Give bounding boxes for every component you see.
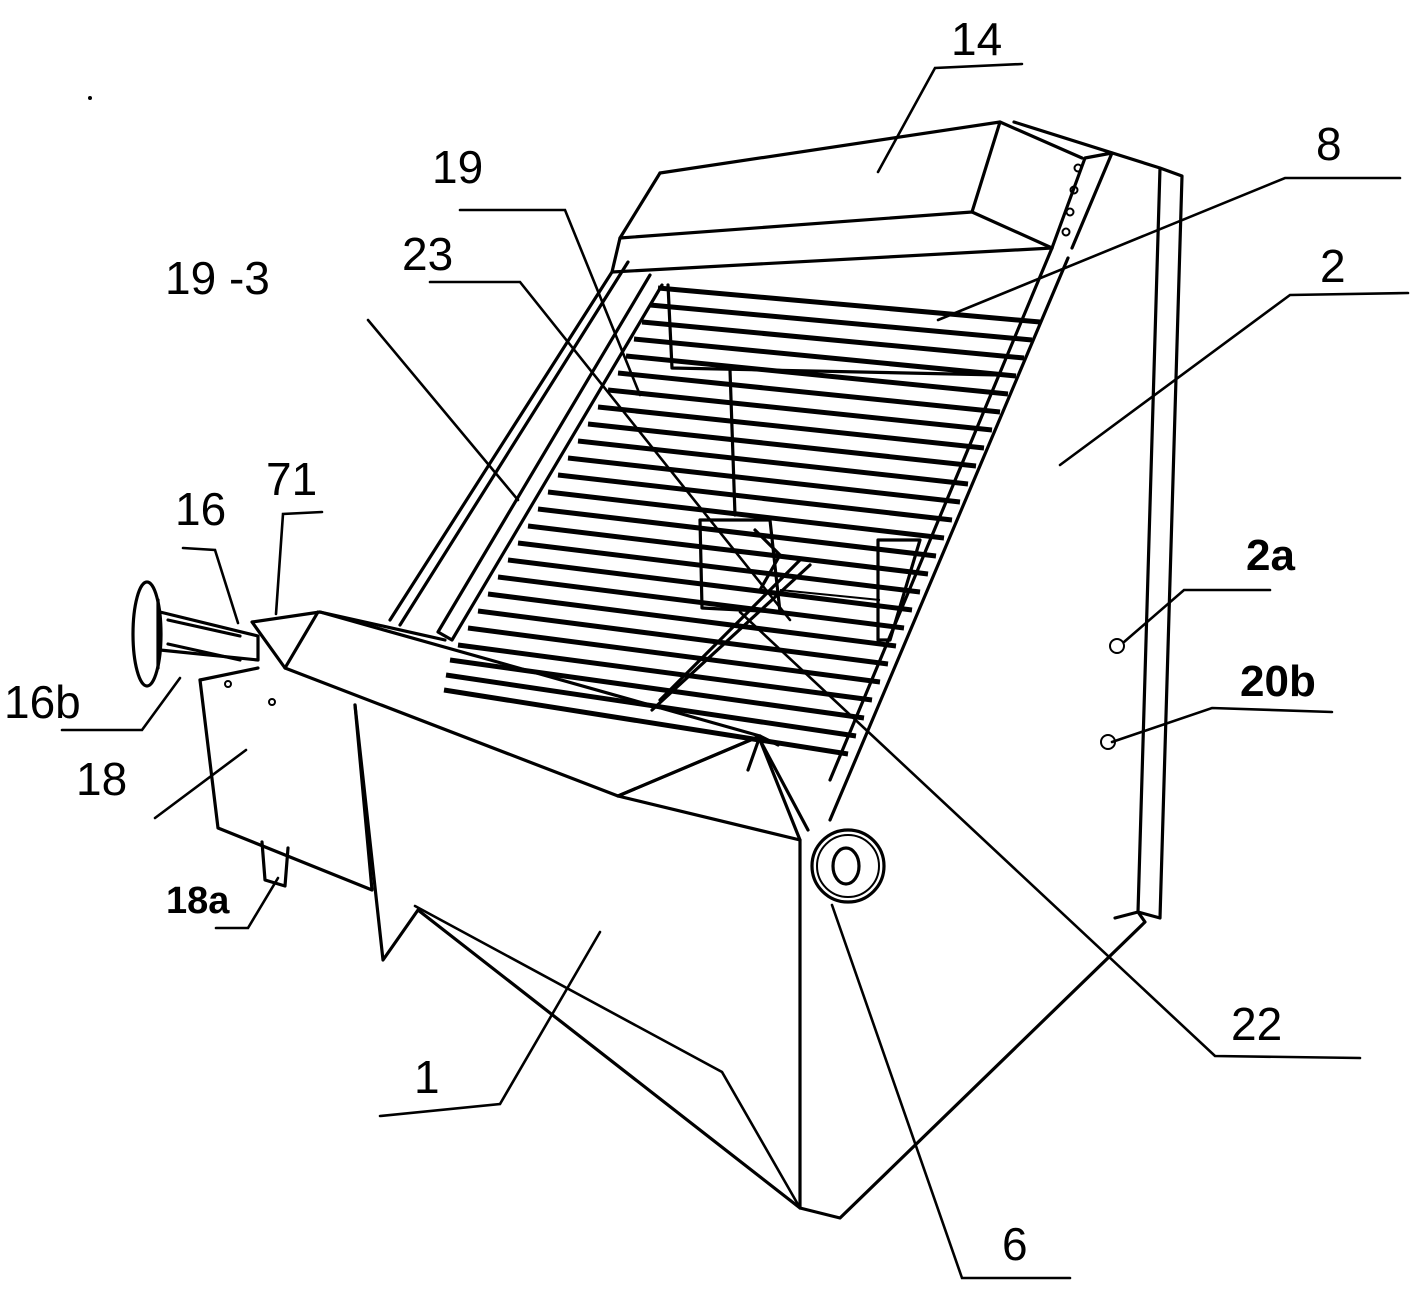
label-18: 18 <box>76 753 127 805</box>
label-1: 1 <box>414 1051 440 1103</box>
label-19-3: 19 -3 <box>165 252 270 304</box>
label-6: 6 <box>1002 1218 1028 1270</box>
collection-box <box>198 666 374 892</box>
label-16: 16 <box>175 483 226 535</box>
leader-lines <box>60 62 1410 1280</box>
bolt-hole <box>268 698 276 706</box>
label-2: 2 <box>1320 240 1346 292</box>
motor-flange <box>131 580 163 688</box>
hood-cover <box>610 120 1084 274</box>
tank-body-front <box>353 703 810 1210</box>
label-23: 23 <box>402 228 453 280</box>
bolt-hole <box>1069 185 1079 195</box>
bolt-hole <box>224 680 232 688</box>
screen-bar-grid <box>443 285 1041 757</box>
stray-dot <box>88 96 92 100</box>
label-18a: 18a <box>166 880 230 922</box>
label-71: 71 <box>266 453 317 505</box>
label-14: 14 <box>951 13 1002 65</box>
label-8: 8 <box>1316 118 1342 170</box>
bearing-wheel <box>810 828 886 904</box>
rake-assembly <box>650 283 1002 712</box>
bolt-hole <box>1061 227 1071 237</box>
port-2a <box>1109 638 1125 654</box>
conveyor-trough <box>250 610 780 798</box>
frame-left-rail <box>388 260 664 642</box>
label-2a: 2a <box>1246 531 1295 580</box>
label-19: 19 <box>432 141 483 193</box>
bolt-hole <box>1065 207 1075 217</box>
label-16b: 16b <box>4 676 81 728</box>
label-20b: 20b <box>1240 657 1316 706</box>
side-plate-right <box>798 120 1184 1220</box>
drive-motor <box>131 580 260 688</box>
bolt-hole <box>1073 163 1083 173</box>
part-labels: 14 8 19 23 19 -3 2 71 16 16b 18 18a 2a 2… <box>4 13 1346 1270</box>
label-22: 22 <box>1231 998 1282 1050</box>
